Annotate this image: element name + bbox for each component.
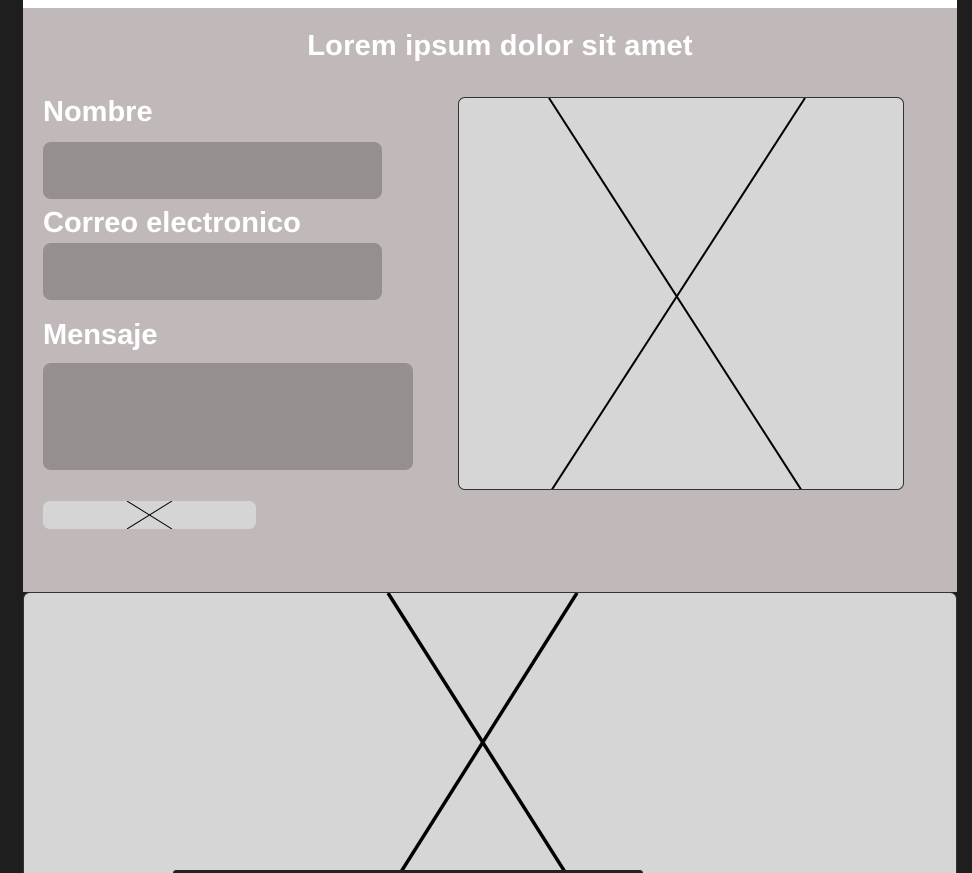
submit-button[interactable] <box>43 501 256 529</box>
bottom-bar <box>173 870 643 873</box>
contact-section: Lorem ipsum dolor sit amet Nombre Correo… <box>23 8 957 592</box>
image-placeholder-x-icon <box>548 98 806 489</box>
page-frame: Lorem ipsum dolor sit amet Nombre Correo… <box>23 0 957 873</box>
banner-image-placeholder <box>23 592 957 873</box>
image-placeholder-x-icon <box>126 501 173 529</box>
message-label: Mensaje <box>43 319 158 351</box>
name-label: Nombre <box>43 96 153 128</box>
message-textarea[interactable] <box>43 363 413 470</box>
email-label: Correo electronico <box>43 207 301 239</box>
email-input[interactable] <box>43 243 382 300</box>
section-title: Lorem ipsum dolor sit amet <box>307 30 693 62</box>
side-image-placeholder <box>458 97 904 490</box>
top-strip <box>23 0 957 8</box>
name-input[interactable] <box>43 142 382 199</box>
image-placeholder-x-icon <box>386 593 579 873</box>
